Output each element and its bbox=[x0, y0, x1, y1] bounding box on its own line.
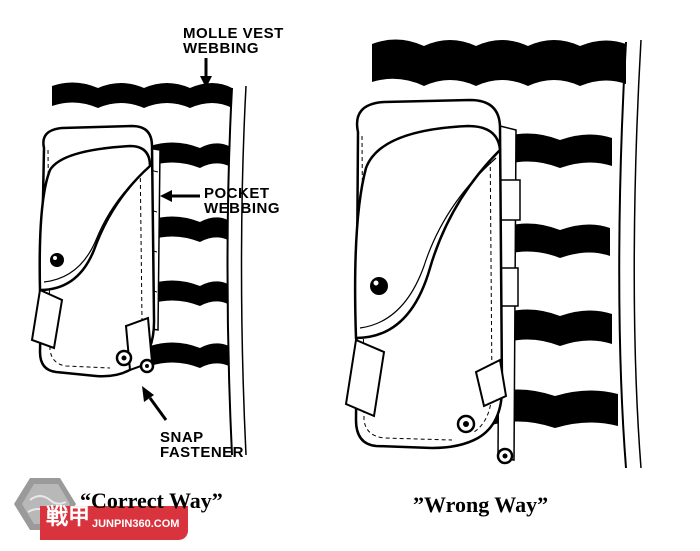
snap-fastener-label: SNAP FASTENER bbox=[160, 430, 244, 460]
molle-webbing-band bbox=[150, 142, 229, 168]
molle-webbing-band bbox=[150, 280, 228, 306]
molle-webbing-band bbox=[500, 133, 612, 168]
molle-label-line1: MOLLE VEST bbox=[183, 25, 284, 42]
pouch-pull-tab bbox=[344, 338, 386, 418]
molle-webbing-band bbox=[150, 216, 228, 242]
flap-snap-button bbox=[50, 253, 64, 267]
webbing-loop bbox=[499, 179, 521, 221]
vest-edge-right bbox=[618, 41, 627, 469]
molle-webbing-band bbox=[372, 39, 626, 86]
wrong-way-illustration bbox=[344, 39, 642, 469]
snap-label-line1: SNAP bbox=[160, 429, 204, 446]
molle-webbing-label: MOLLE VEST WEBBING bbox=[183, 26, 284, 56]
molle-webbing-band bbox=[500, 309, 612, 346]
correct-way-illustration bbox=[30, 58, 247, 456]
molle-webbing-band bbox=[150, 342, 229, 368]
pocket-webbing-label: POCKET WEBBING bbox=[204, 186, 280, 216]
site-watermark-logo bbox=[14, 478, 188, 540]
molle-webbing-band bbox=[500, 223, 610, 258]
pouch-pull-tab bbox=[30, 288, 64, 350]
molle-arrow bbox=[200, 58, 212, 88]
molle-webbing-band bbox=[52, 82, 232, 108]
snap-arrow bbox=[142, 386, 168, 421]
molle-webbing-band bbox=[488, 389, 618, 428]
pocket-label-line1: POCKET bbox=[204, 185, 270, 202]
pocket-label-line2: WEBBING bbox=[204, 200, 280, 217]
watermark-site-text: JUNPIN360.COM bbox=[92, 518, 180, 530]
molle-label-line2: WEBBING bbox=[183, 40, 259, 57]
pouch-flap bbox=[353, 124, 502, 340]
correct-way-caption: “Correct Way” bbox=[80, 488, 223, 513]
flap-snap-button bbox=[370, 277, 388, 295]
snap-label-line2: FASTENER bbox=[160, 444, 245, 461]
pocket-arrow bbox=[160, 190, 200, 202]
watermark-chinese-text: 戦甲 bbox=[46, 504, 91, 529]
wrong-way-caption: ”Wrong Way” bbox=[413, 492, 549, 517]
webbing-loop bbox=[499, 267, 519, 307]
vest-edge-left bbox=[226, 87, 233, 456]
pouch-flap bbox=[38, 144, 152, 292]
